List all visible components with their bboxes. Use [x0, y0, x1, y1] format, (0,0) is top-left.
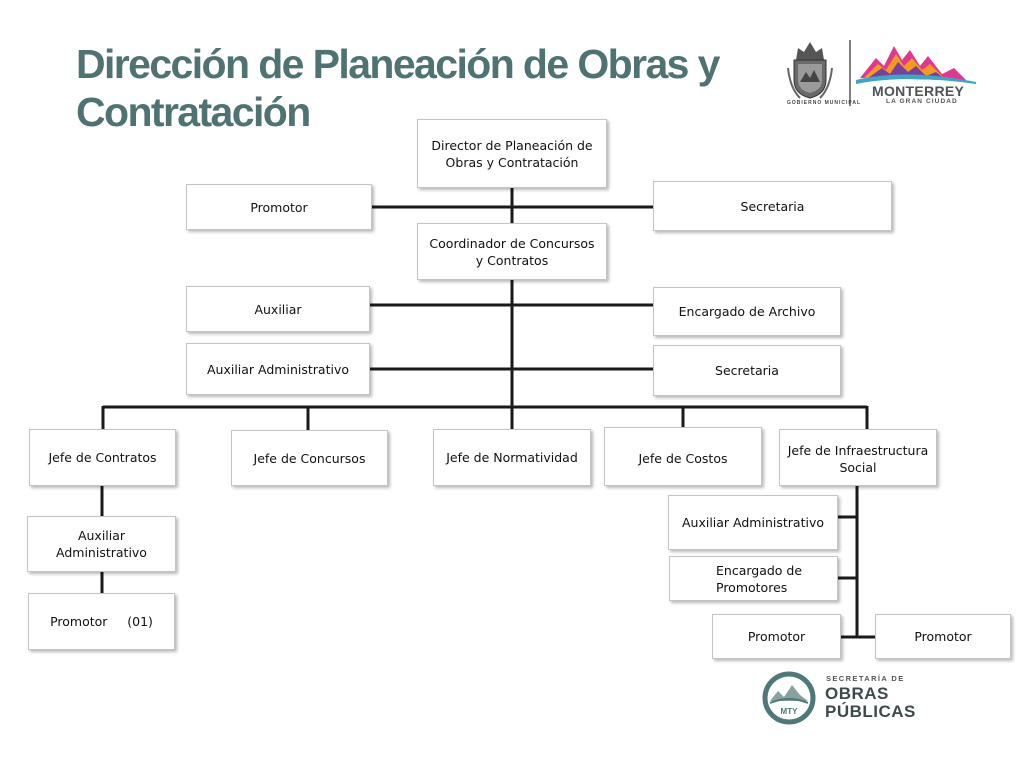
infra-promotor-2-label: Promotor	[914, 629, 972, 644]
box-jefe-normatividad: Jefe de Normatividad	[433, 429, 591, 486]
obras-publicas-logo-icon: MTY	[762, 671, 816, 725]
box-encargado-archivo: Encargado de Archivo	[653, 287, 841, 336]
infra-encargado-label: Encargado de Promotores	[716, 562, 803, 595]
secretaria-top-label: Secretaria	[740, 199, 805, 214]
seal-caption: GOBIERNO MUNICIPAL	[787, 100, 862, 106]
jefe-costos-label: Jefe de Costos	[638, 451, 728, 466]
box-infra-auxiliar: Auxiliar Administrativo	[668, 495, 838, 550]
box-jefe-concursos: Jefe de Concursos	[231, 430, 388, 486]
box-jefe-contratos: Jefe de Contratos	[29, 429, 176, 486]
box-infra-promotor-1: Promotor	[712, 614, 841, 659]
box-contratos-promotor: Promotor (01)	[28, 593, 175, 650]
box-promotor-top: Promotor	[186, 184, 372, 230]
box-contratos-auxiliar: Auxiliar Administrativo	[27, 516, 176, 572]
secretaria-mid-label: Secretaria	[715, 363, 779, 378]
box-infra-encargado: Encargado de Promotores	[669, 556, 838, 601]
mty-badge-text: MTY	[781, 707, 799, 716]
box-jefe-infraestructura: Jefe de Infraestructura Social	[779, 429, 937, 486]
page-title: Dirección de Planeación de Obras y Contr…	[76, 41, 720, 135]
box-secretaria-mid: Secretaria	[653, 345, 841, 396]
jefe-normatividad-label: Jefe de Normatividad	[446, 450, 578, 465]
contratos-auxiliar-label: Auxiliar Administrativo	[56, 528, 147, 560]
dept-small-label: SECRETARÍA DE	[826, 674, 905, 683]
city-tagline: LA GRAN CIUDAD	[886, 98, 958, 105]
box-auxiliar: Auxiliar	[186, 286, 370, 332]
jefe-infraestructura-label: Jefe de Infraestructura Social	[787, 443, 929, 475]
dept-line2-label: PÚBLICAS	[825, 702, 916, 721]
box-auxiliar-administrativo: Auxiliar Administrativo	[186, 343, 370, 395]
director-label: Director de Planeación de Obras y Contra…	[431, 137, 593, 170]
municipal-seal-icon	[787, 42, 833, 99]
box-infra-promotor-2: Promotor	[875, 614, 1011, 659]
box-jefe-costos: Jefe de Costos	[604, 427, 762, 486]
box-secretaria-top: Secretaria	[653, 181, 892, 231]
encargado-archivo-label: Encargado de Archivo	[678, 304, 816, 319]
auxiliar-administrativo-label: Auxiliar Administrativo	[206, 362, 349, 377]
infra-promotor-1-label: Promotor	[747, 629, 806, 644]
jefe-contratos-label: Jefe de Contratos	[48, 450, 157, 465]
box-director: Director de Planeación de Obras y Contra…	[417, 119, 607, 188]
promotor-top-label: Promotor	[250, 199, 308, 215]
city-name: MONTERREY	[872, 83, 965, 99]
monterrey-logo	[787, 40, 976, 106]
auxiliar-label: Auxiliar	[254, 302, 302, 317]
monterrey-mountains-icon	[856, 46, 976, 84]
box-coordinador: Coordinador de Concursos y Contratos	[417, 223, 607, 280]
jefe-concursos-label: Jefe de Concursos	[253, 450, 366, 466]
infra-auxiliar-label: Auxiliar Administrativo	[681, 515, 824, 530]
dept-line1-label: OBRAS	[825, 684, 889, 703]
coordinador-label: Coordinador de Concursos y Contratos	[429, 235, 595, 268]
contratos-promotor-label: Promotor (01)	[50, 614, 153, 629]
